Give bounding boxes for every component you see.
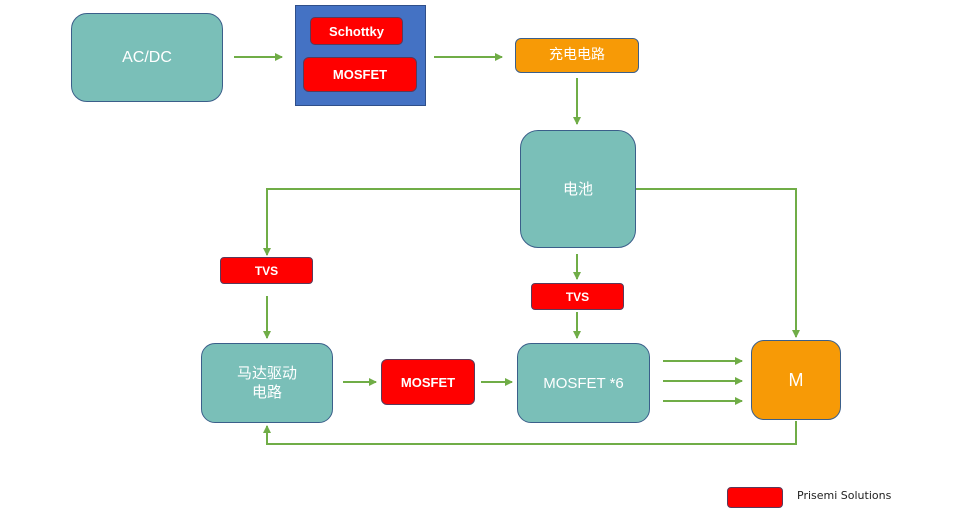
mosfet-top-node[interactable]: MOSFET xyxy=(303,57,417,92)
legend-swatch xyxy=(727,487,783,508)
mosfet-top-label: MOSFET xyxy=(332,67,388,82)
battery-node[interactable]: 电池 xyxy=(520,130,636,248)
schottky-label: Schottky xyxy=(329,23,384,39)
mosfet6-label: MOSFET *6 xyxy=(543,374,624,392)
motor-node[interactable]: M xyxy=(751,340,841,420)
battery-label: 电池 xyxy=(562,179,593,198)
motor-driver-node[interactable]: 马达驱动 电路 xyxy=(201,343,333,423)
mosfet-mid-label: MOSFET xyxy=(400,374,456,390)
arrow-motor-feedback xyxy=(263,421,797,445)
motor-driver-label-line2: 电路 xyxy=(251,383,282,401)
acdc-node[interactable]: AC/DC xyxy=(71,13,223,102)
charge-circuit-node[interactable]: 充电电路 xyxy=(515,38,639,73)
motor-label: M xyxy=(788,369,804,390)
arrow-battery-to-motor xyxy=(636,188,800,338)
acdc-label: AC/DC xyxy=(122,48,172,66)
tvs-mid-node[interactable]: TVS xyxy=(531,283,624,310)
tvs-left-label: TVS xyxy=(254,263,279,278)
tvs-mid-label: TVS xyxy=(565,289,590,304)
schottky-node[interactable]: Schottky xyxy=(310,17,403,45)
motor-driver-label-line1: 马达驱动 xyxy=(236,364,297,382)
mosfet6-node[interactable]: MOSFET *6 xyxy=(517,343,650,423)
tvs-left-node[interactable]: TVS xyxy=(220,257,313,284)
legend-label: Prisemi Solutions xyxy=(797,489,892,502)
charge-circuit-label: 充电电路 xyxy=(549,47,605,63)
mosfet-mid-node[interactable]: MOSFET xyxy=(381,359,475,405)
arrow-battery-to-tvs-left xyxy=(263,188,520,256)
